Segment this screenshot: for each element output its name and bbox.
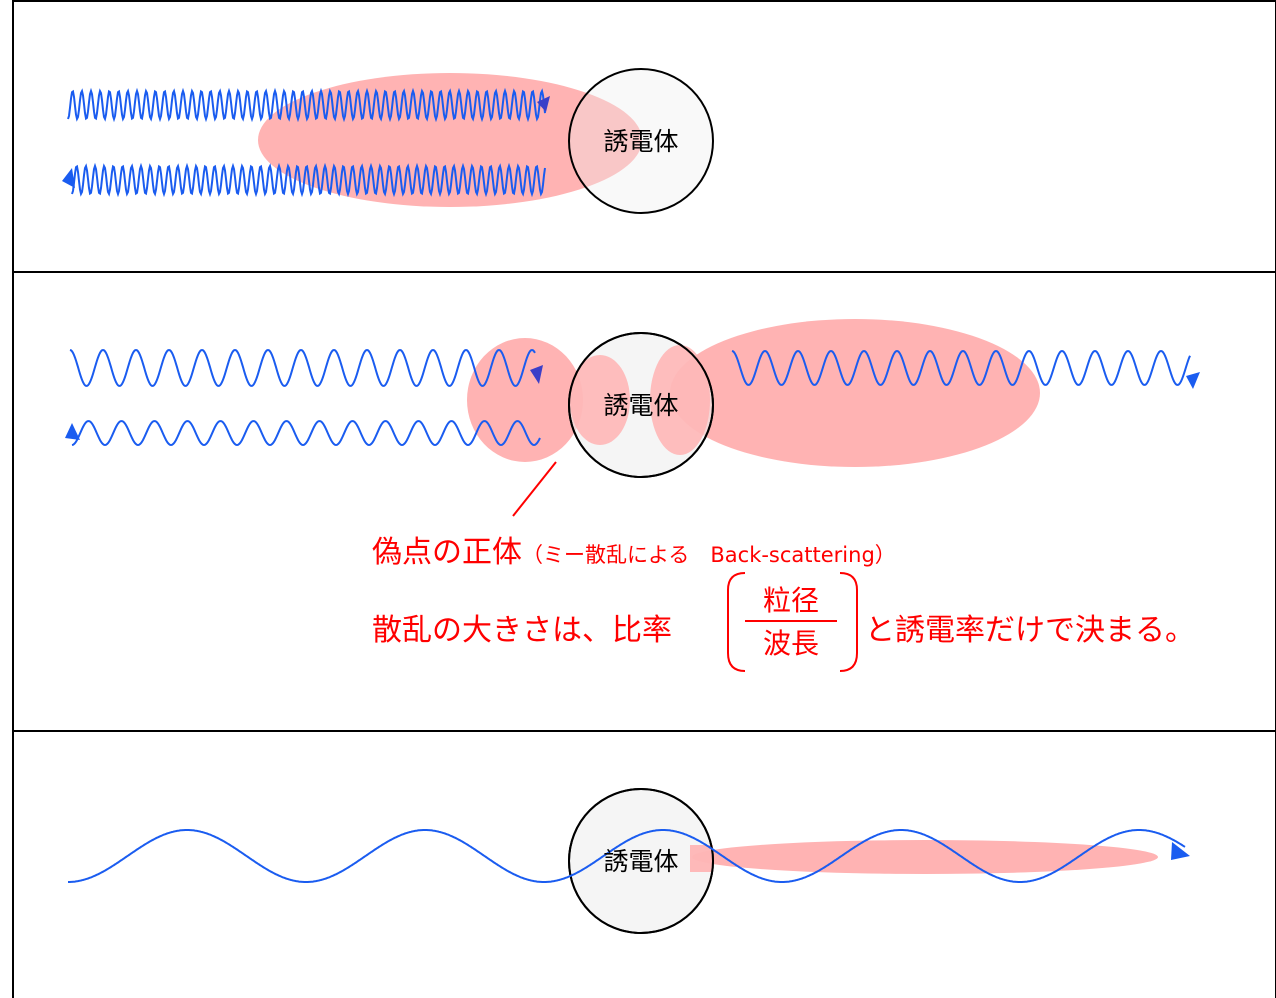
sphere-label: 誘電体	[603, 847, 678, 876]
backscattered-wave	[71, 162, 546, 198]
annotation-line-2-after: と誘電率だけで決まる。	[865, 613, 1195, 648]
sphere-label: 誘電体	[603, 127, 678, 156]
fraction-numerator: 粒径	[763, 584, 819, 617]
overlap-region	[690, 845, 713, 872]
arrowhead-right	[537, 96, 550, 112]
transmitted-wave	[68, 829, 1186, 883]
dielectric-sphere	[568, 68, 714, 214]
arrowhead-right	[530, 365, 543, 384]
incident-wave	[69, 348, 536, 387]
overlap-right	[650, 345, 710, 455]
diagram-frame	[12, 0, 1276, 998]
sphere-label: 誘電体	[603, 391, 678, 420]
callout-line	[512, 461, 557, 517]
annotation-line-1: 偽点の正体（ミー散乱による Back-scattering）	[372, 535, 896, 570]
bracket-left	[727, 572, 746, 672]
overlap-left	[570, 355, 630, 445]
sphere-outline	[568, 332, 714, 478]
incident-wave	[67, 87, 546, 123]
forward-scattered-wave	[731, 349, 1191, 386]
forward-scatter-region	[670, 319, 1040, 467]
arrowhead-left	[62, 168, 75, 188]
arrowhead-left	[65, 423, 80, 440]
bracket-right	[839, 572, 858, 672]
arrowhead-right	[1186, 372, 1200, 389]
annotation-title: 偽点の正体	[372, 535, 522, 570]
panel-top: 誘電体	[62, 68, 714, 214]
backscatter-region	[467, 338, 583, 462]
panel-middle: 誘電体 偽点の正体（ミー散乱による Back-scattering） 散乱の大き…	[65, 319, 1200, 672]
fraction-denominator: 波長	[763, 627, 819, 660]
panel-bottom: 誘電体	[68, 788, 1190, 934]
forward-scatter-region	[692, 840, 1158, 874]
backscattered-wave	[71, 420, 541, 447]
sphere-outline	[568, 788, 714, 934]
arrowhead-right	[1171, 842, 1190, 860]
annotation-line-2-before: 散乱の大きさは、比率	[372, 613, 672, 648]
annotation-subtitle: （ミー散乱による Back-scattering）	[522, 543, 896, 567]
